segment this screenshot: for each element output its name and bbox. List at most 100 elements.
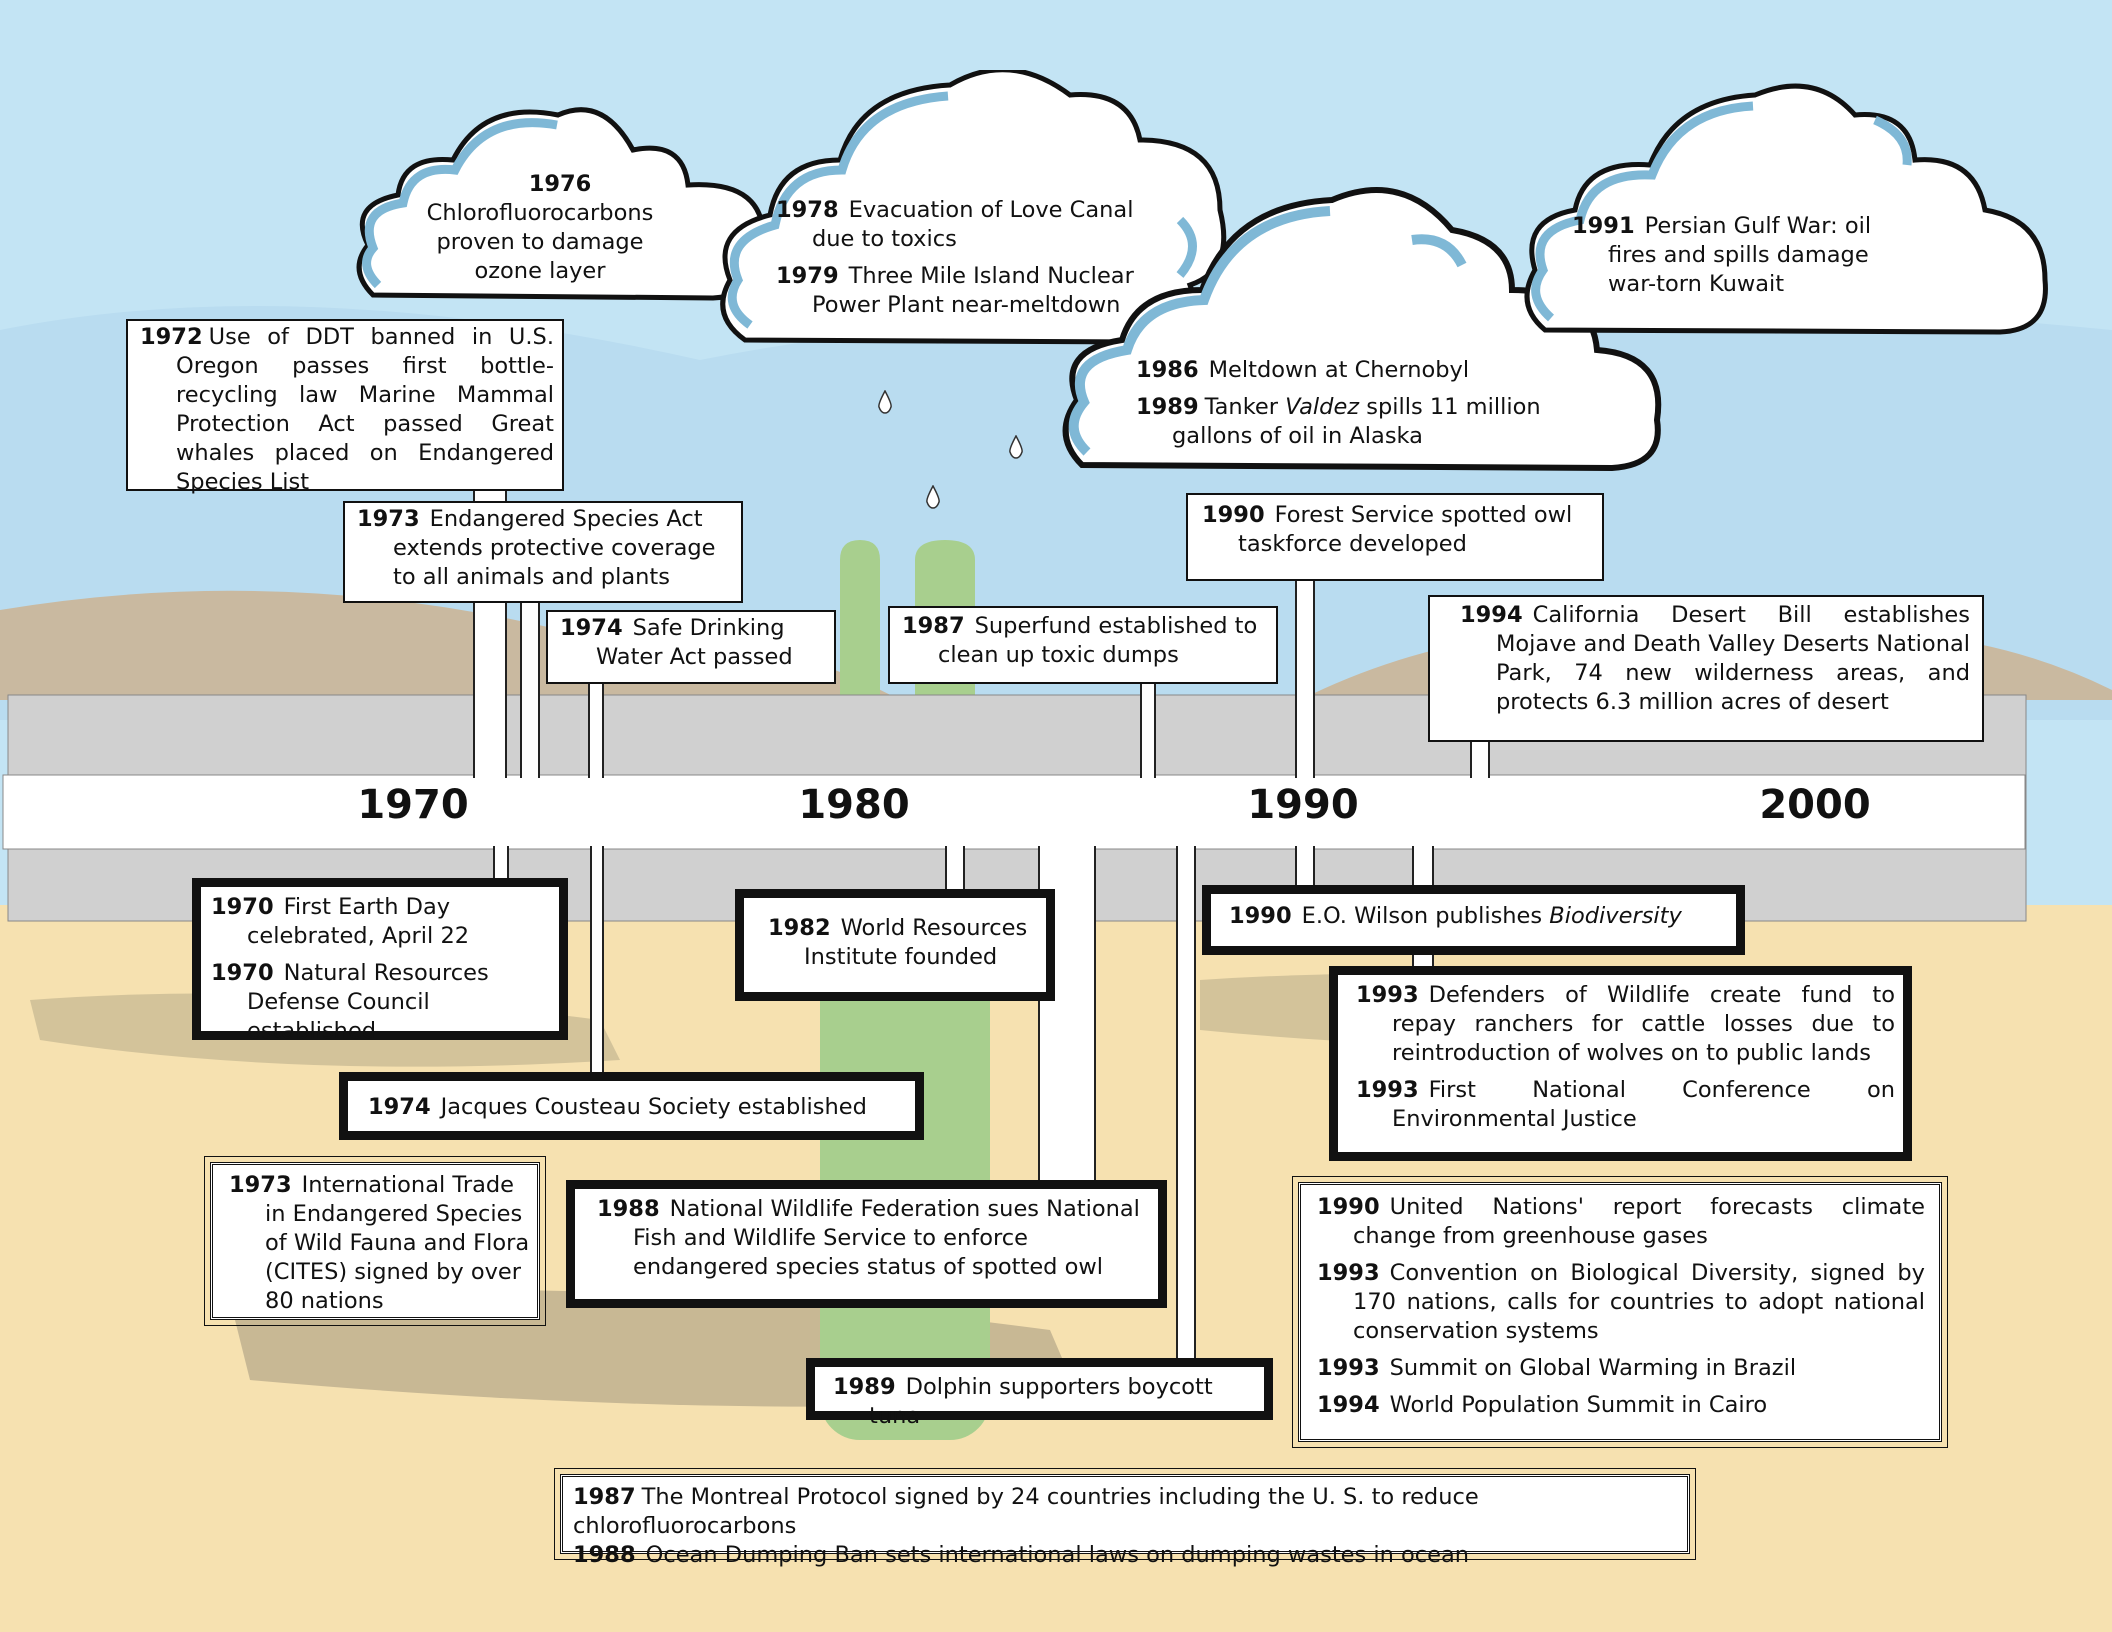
event-1974a-year: 1974 xyxy=(560,615,623,641)
event-1990c-fourth-year: 1994 xyxy=(1317,1392,1380,1418)
event-1974b-text: Jacques Cousteau Society established xyxy=(440,1094,867,1120)
connector-1990 xyxy=(1295,578,1315,778)
cloud-1976-text: 1976 Chlorofluorocarbons proven to damag… xyxy=(415,170,665,286)
connector-1990b xyxy=(1295,846,1315,894)
event-1990b-italic: Biodiversity xyxy=(1549,903,1682,929)
event-1988b-text: Ocean Dumping Ban sets international law… xyxy=(645,1542,1470,1568)
cloud-1979-year: 1979 xyxy=(776,263,839,289)
event-1970-first-year: 1970 xyxy=(211,894,274,920)
connector-1987 xyxy=(1140,680,1156,778)
connector-1974 xyxy=(588,680,604,778)
event-1973a-year: 1973 xyxy=(357,506,420,532)
event-1990a-text: Forest Service spotted owl taskforce dev… xyxy=(1238,502,1573,557)
event-1988b: 1988 Ocean Dumping Ban sets international… xyxy=(573,1541,1679,1570)
cloud-1979-desc: Three Mile Island Nuclear Power Plant ne… xyxy=(812,263,1134,318)
raindrop-icon xyxy=(878,390,892,414)
event-1974b: 1974 Jacques Cousteau Society established xyxy=(368,1093,907,1122)
event-1990c-fourth: 1994 World Population Summit in Cairo xyxy=(1317,1391,1925,1420)
event-1990a-year: 1990 xyxy=(1202,502,1265,528)
event-1974b-year: 1974 xyxy=(368,1094,431,1120)
event-1993a-first-text: Defenders of Wildlife create fund to rep… xyxy=(1392,982,1895,1066)
event-1989-year: 1989 xyxy=(833,1374,896,1400)
cloud-1991 xyxy=(1524,83,2048,335)
event-1972-text: Use of DDT banned in U.S. Oregon passes … xyxy=(176,324,554,495)
cloud-1991-year: 1991 xyxy=(1572,213,1635,239)
cloud-1989-desc-before: Tanker xyxy=(1204,394,1279,420)
decade-label-1980: 1980 xyxy=(798,782,910,828)
event-1973b-year: 1973 xyxy=(229,1172,292,1198)
cloud-1978 xyxy=(720,70,1227,345)
event-1990c-second-year: 1993 xyxy=(1317,1260,1380,1286)
event-1993a-first-year: 1993 xyxy=(1356,982,1419,1008)
event-1982-year: 1982 xyxy=(768,915,831,941)
cloud-1978-desc: Evacuation of Love Canal due to toxics xyxy=(812,197,1134,252)
event-1990c-first-year: 1990 xyxy=(1317,1194,1380,1220)
event-1990c-third-year: 1993 xyxy=(1317,1355,1380,1381)
event-1990c-fourth-text: World Population Summit in Cairo xyxy=(1389,1392,1768,1418)
event-1990c-second-text: Convention on Biological Diversity, sign… xyxy=(1353,1260,1925,1344)
cloud-1991-desc: Persian Gulf War: oil fires and spills d… xyxy=(1608,213,1872,297)
event-1970-second-year: 1970 xyxy=(211,960,274,986)
cloud-1978-year: 1978 xyxy=(776,197,839,223)
connector-1974b xyxy=(590,846,604,1080)
connector-1994 xyxy=(1470,740,1490,778)
cloud-1976-desc: Chlorofluorocarbons proven to damage ozo… xyxy=(426,200,654,284)
event-1993a-second-year: 1993 xyxy=(1356,1077,1419,1103)
event-1988b-year: 1988 xyxy=(573,1542,636,1568)
cloud-1986 xyxy=(1062,187,1662,472)
cloud-1976 xyxy=(356,107,766,301)
decade-label-2000: 2000 xyxy=(1759,782,1871,828)
decade-label-1970: 1970 xyxy=(357,782,469,828)
event-1972-year: 1972 xyxy=(140,324,203,350)
event-1988a-year: 1988 xyxy=(597,1196,660,1222)
cloud-1986-desc: Meltdown at Chernobyl xyxy=(1208,357,1470,383)
event-1994a-text: California Desert Bill establishes Mojav… xyxy=(1496,602,1970,715)
event-1987a-year: 1987 xyxy=(902,613,965,639)
event-box-1974b: 1974 Jacques Cousteau Society established xyxy=(339,1072,924,1140)
event-1993a-second-text: First National Conference on Environment… xyxy=(1392,1077,1895,1132)
cactus-arm-left xyxy=(840,540,880,700)
event-1987b-year: 1987 xyxy=(573,1484,636,1510)
event-1990c-third-text: Summit on Global Warming in Brazil xyxy=(1389,1355,1797,1381)
event-1982-text: World Resources Institute founded xyxy=(804,915,1028,970)
event-1994a-year: 1994 xyxy=(1460,602,1523,628)
cloud-1989-desc-italic: Valdez xyxy=(1285,394,1360,420)
connector-1970 xyxy=(493,846,509,888)
event-1990c-first-text: United Nations' report forecasts climate… xyxy=(1353,1194,1925,1249)
event-1973a-text: Endangered Species Act extends protectiv… xyxy=(393,506,716,590)
connector-1973 xyxy=(520,595,540,778)
cloud-1989-year: 1989 xyxy=(1136,394,1199,420)
